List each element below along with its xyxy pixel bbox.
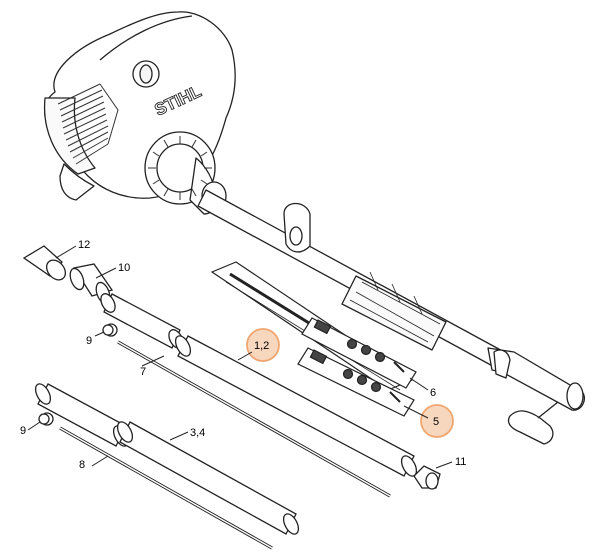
highlight-circle-5	[420, 404, 454, 438]
warning-decal-5	[297, 347, 415, 417]
callout-7[interactable]: 7	[140, 366, 146, 378]
callout-11[interactable]: 11	[455, 456, 466, 468]
part-9-bushing-lower	[38, 412, 54, 426]
callout-12[interactable]: 12	[78, 239, 90, 251]
part-3-4-tube-lower-long	[116, 421, 300, 535]
part-11-nut	[413, 465, 441, 490]
part-9-bushing-upper	[102, 323, 118, 337]
callout-8[interactable]: 8	[79, 459, 85, 471]
callout-1-2[interactable]: 1,2	[254, 340, 269, 352]
callout-10[interactable]: 10	[118, 262, 130, 274]
warning-decal-6	[301, 317, 417, 389]
callout-3-4[interactable]: 3,4	[190, 427, 205, 439]
part-12-cap	[22, 245, 67, 281]
callout-6[interactable]: 6	[430, 387, 436, 399]
leader-lines	[27, 245, 453, 469]
callout-9-upper[interactable]: 9	[86, 335, 92, 347]
callout-5[interactable]: 5	[433, 416, 439, 428]
part-8-drive-shaft	[59, 426, 273, 550]
highlight-circle-1-2	[246, 328, 280, 362]
fan-guard-slots	[148, 136, 212, 200]
part-7-drive-shaft	[117, 340, 391, 498]
installed-drive-tube	[197, 189, 586, 445]
callout-9-lower[interactable]: 9	[20, 425, 26, 437]
engine-cooling-fins	[57, 83, 119, 165]
part-1-2-tube-upper-short	[100, 293, 184, 349]
part-10-sleeve	[69, 263, 114, 305]
